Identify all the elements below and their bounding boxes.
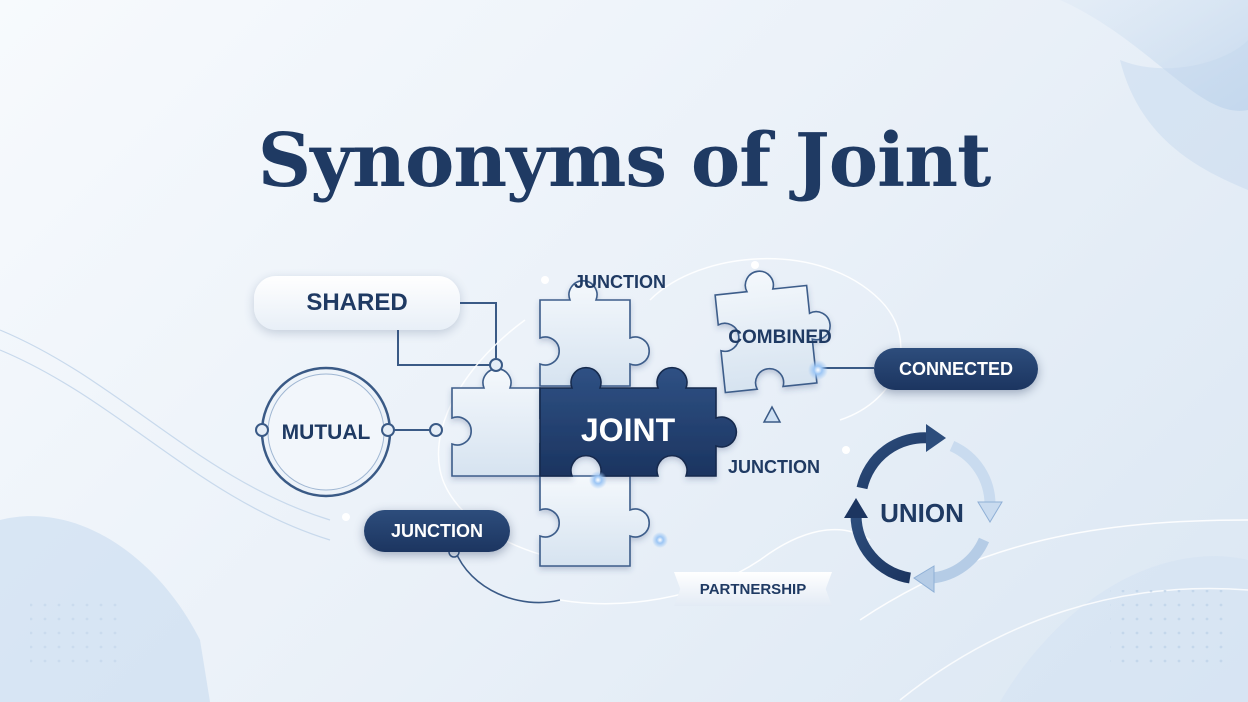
puzzle-piece-top bbox=[539, 280, 650, 387]
label-mutual: MUTUAL bbox=[282, 421, 371, 444]
label-junction-top: JUNCTION bbox=[574, 272, 667, 292]
glow-dot bbox=[808, 360, 828, 380]
flow-line bbox=[437, 319, 601, 566]
corner-blob-top-right bbox=[1060, 0, 1248, 111]
connector-junction-bottom bbox=[454, 549, 561, 604]
corner-blob-right bbox=[1120, 40, 1248, 190]
puzzle-piece-combined bbox=[714, 270, 831, 394]
pill-connected: CONNECTED bbox=[874, 348, 1038, 390]
sparkle bbox=[751, 261, 759, 269]
flow-line bbox=[559, 528, 871, 605]
node-dot bbox=[429, 423, 443, 437]
node-dot bbox=[489, 358, 503, 372]
wave-line bbox=[859, 519, 1248, 621]
wave-line bbox=[0, 329, 331, 521]
dot-grid bbox=[1110, 590, 1230, 670]
dot-grid bbox=[30, 600, 120, 670]
triangle-icon bbox=[762, 405, 782, 423]
sparkle bbox=[342, 513, 350, 521]
sparkle bbox=[842, 446, 850, 454]
wave-line bbox=[0, 349, 331, 541]
glow-dot bbox=[652, 532, 668, 548]
puzzle-piece-joint bbox=[539, 366, 738, 477]
label-junction-right: JUNCTION bbox=[728, 457, 821, 477]
pill-shared: SHARED bbox=[254, 276, 460, 330]
sparkle bbox=[541, 276, 549, 284]
center-label: JOINT bbox=[581, 412, 676, 448]
pill-junction-bottom: JUNCTION bbox=[364, 510, 510, 552]
banner-partnership: PARTNERSHIP bbox=[674, 572, 832, 606]
puzzle-piece-bottom bbox=[539, 475, 650, 567]
node-dot bbox=[381, 423, 395, 437]
union-cycle-arrows bbox=[844, 424, 1003, 593]
page-title: Synonyms of Joint bbox=[257, 118, 992, 204]
label-combined: COMBINED bbox=[728, 327, 831, 348]
label-union: UNION bbox=[880, 498, 964, 528]
glow-dot bbox=[589, 471, 607, 489]
wave-line bbox=[899, 587, 1248, 701]
node-dot bbox=[255, 423, 269, 437]
